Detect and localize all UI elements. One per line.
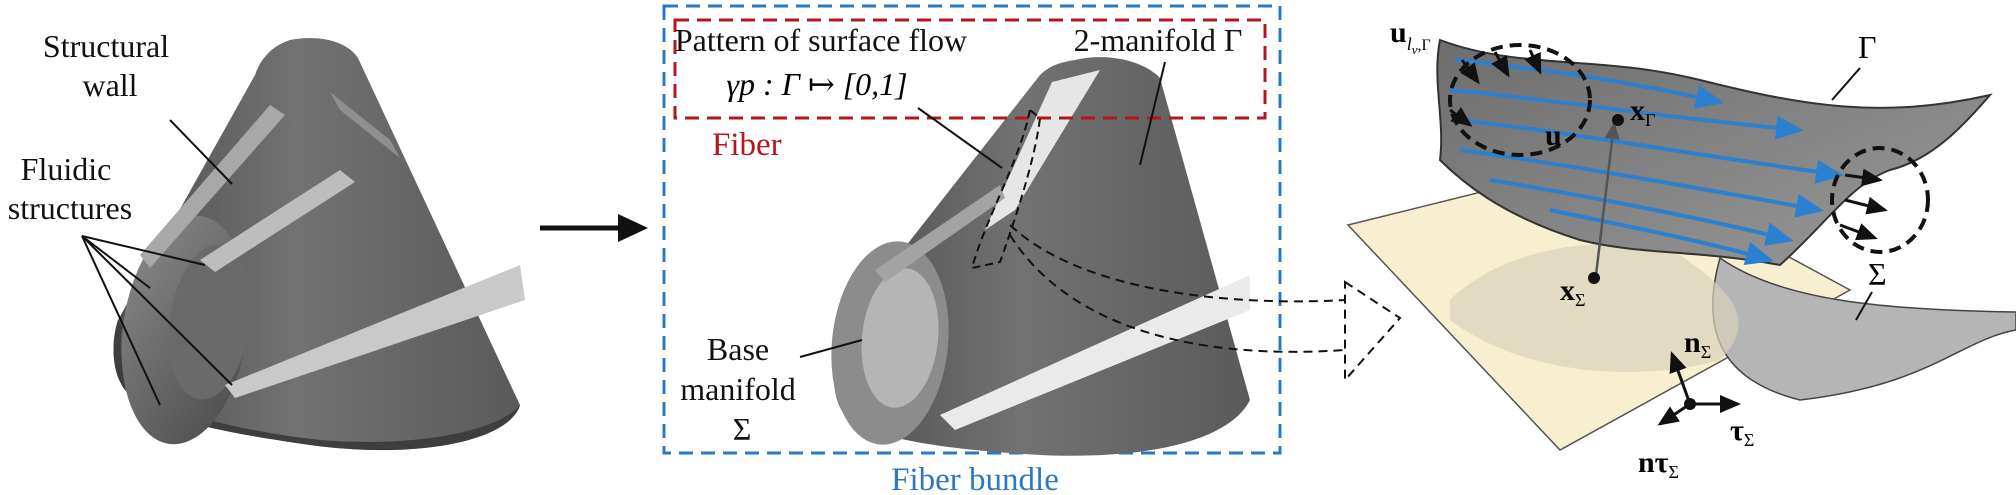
- middle-strip-lower: [940, 275, 1250, 430]
- inflow-arrows: [1449, 49, 1542, 127]
- pattern-title: Pattern of surface flow: [675, 22, 967, 58]
- fluidic-structures-leaders: [81, 235, 233, 406]
- left-fluidic-channel-2: [225, 265, 525, 398]
- left-cone: [113, 38, 525, 451]
- manifold-label: 2-manifold Γ: [1074, 22, 1243, 58]
- transition-arrow: [540, 214, 648, 242]
- structural-wall-leader: [169, 119, 233, 185]
- middle-fiber-strip: [985, 70, 1100, 230]
- sigma-leader: [1855, 291, 1873, 321]
- pattern-formula: γp : Γ ↦ [0,1]: [726, 66, 907, 102]
- sigma-surface-shadow: [1450, 244, 1739, 372]
- manifold-leader: [1139, 61, 1166, 166]
- flow-streamlines: [1449, 58, 1844, 265]
- outflow-arrows: [1839, 168, 1888, 241]
- outflow-boundary: [1830, 146, 1930, 254]
- left-fluidic-channel-3: [140, 105, 285, 268]
- zoom-dashed-arrow: [1009, 224, 1402, 383]
- x-sigma-label: xΣ: [1560, 274, 1585, 310]
- fiber-region-dashed: [970, 108, 1042, 270]
- n-tau-sigma-label: nτΣ: [1638, 446, 1679, 482]
- x-connector: [1594, 121, 1620, 276]
- middle-strip-edge: [875, 185, 1005, 282]
- gamma-label: Γ: [1858, 29, 1877, 65]
- tau-sigma-label: τΣ: [1730, 414, 1754, 450]
- frame-vectors: [1657, 351, 1741, 426]
- fluidic-structures-label: Fluidic structures: [8, 151, 132, 226]
- left-fluidic-channel-4: [330, 92, 400, 158]
- pattern-leader: [917, 107, 1003, 169]
- fiber-bundle-label: Fiber bundle: [891, 462, 1059, 495]
- fiber-box: [673, 18, 1267, 120]
- sigma-label: Σ: [1868, 256, 1887, 292]
- x-gamma-label: xΓ: [1630, 94, 1655, 130]
- base-manifold-leader: [799, 339, 863, 358]
- left-fluidic-channel-1: [200, 170, 355, 272]
- u-boundary-label: ulv,Γ: [1390, 16, 1431, 57]
- fiber-bundle-box: [662, 4, 1282, 455]
- n-sigma-label: nΣ: [1684, 326, 1711, 362]
- middle-cone: [831, 57, 1250, 456]
- sigma-surface: [1712, 256, 2016, 401]
- x-gamma-point: [1612, 114, 1624, 126]
- base-manifold-label: Base manifold Σ: [680, 331, 804, 447]
- left-cone-inner-channel: [168, 244, 252, 400]
- structural-wall-label: Structural wall: [43, 28, 177, 103]
- gamma-leader: [1831, 67, 1861, 101]
- fiber-label: Fiber: [712, 127, 782, 163]
- middle-cone-inner: [861, 268, 939, 408]
- x-sigma-point: [1588, 272, 1600, 284]
- u-label: u: [1545, 119, 1562, 152]
- inflow-boundary: [1448, 43, 1592, 157]
